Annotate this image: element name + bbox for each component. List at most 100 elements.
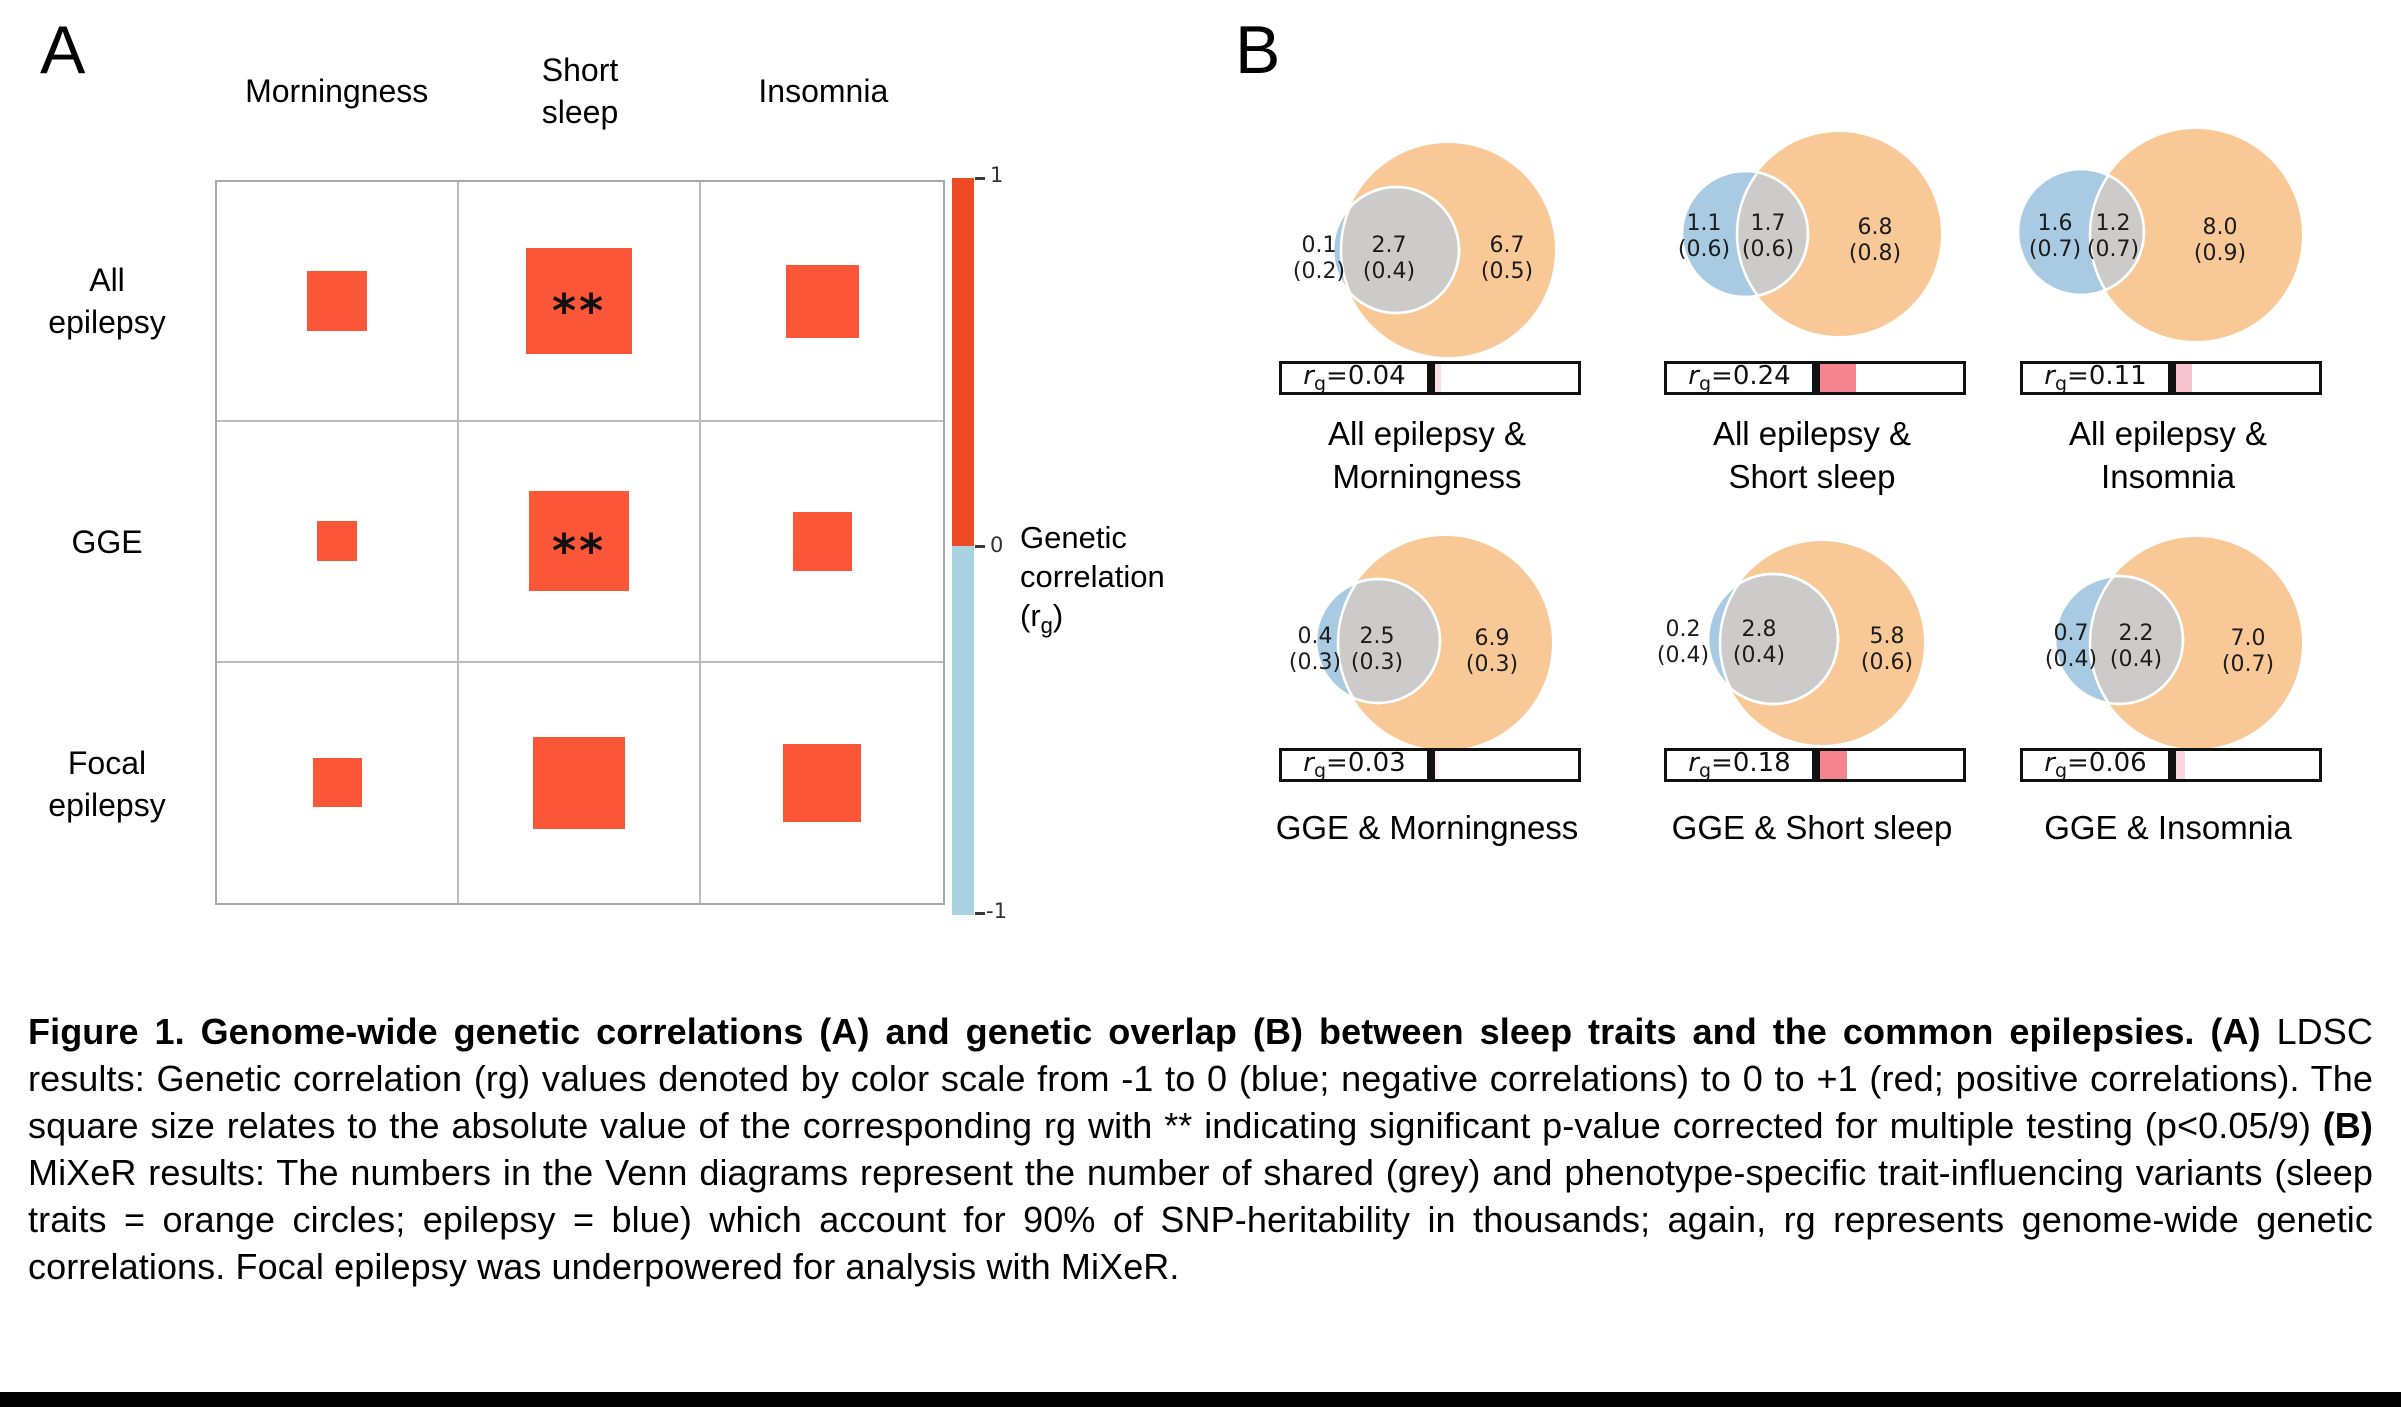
colorbar-blue-segment <box>952 546 974 915</box>
rg-label-box: rg=0.11 <box>2020 361 2171 395</box>
venn-shared-value-label: (0.7) <box>2087 237 2139 262</box>
venn-shared-value-label: 2.8 <box>1742 617 1777 642</box>
venn-title: GGE & Insomnia <box>2044 809 2292 846</box>
venn-orange-value-label: 6.7 <box>1490 233 1525 258</box>
venn-blue-value-label: (0.6) <box>1678 237 1730 262</box>
colorbar-tick-zero <box>975 545 985 548</box>
rg-label: rg=0.24 <box>1688 360 1791 396</box>
significance-stars: ** <box>551 284 607 339</box>
colorbar <box>952 178 974 915</box>
venn-blue-value-label: (0.4) <box>2045 647 2097 672</box>
caption-segment: MiXeR results: The numbers in the Venn d… <box>28 1152 2373 1287</box>
correlation-square <box>307 271 367 332</box>
matrix-column-header: Morningness <box>245 73 429 109</box>
venn-title: GGE & Short sleep <box>1671 809 1953 846</box>
matrix-row-header: GGE <box>71 524 143 561</box>
venn-blue-value-label: 0.2 <box>1666 617 1701 642</box>
venn-shared-value-label: 1.2 <box>2096 211 2131 236</box>
rg-label-box: rg=0.03 <box>1279 748 1430 782</box>
venn-boundary-arc <box>1718 574 1838 704</box>
rg-value-fill <box>2176 364 2192 392</box>
venn-shared-value-label: (0.6) <box>1742 237 1794 262</box>
matrix-cell <box>217 182 459 423</box>
colorbar-tick-min <box>975 912 985 915</box>
venn-title: All epilepsy &Morningness <box>1327 415 1527 495</box>
figure-caption: Figure 1. Genome-wide genetic correlatio… <box>28 1008 2373 1290</box>
venn-shared-value-label: (0.4) <box>2110 647 2162 672</box>
colorbar-label-zero: 0 <box>990 533 1004 557</box>
matrix-column-header: Insomnia <box>758 73 889 109</box>
venn-diagram: 1.1(0.6)1.7(0.6)6.8(0.8) <box>1678 132 1941 336</box>
colorbar-label-max: 1 <box>990 163 1004 187</box>
venn-blue-value-label: 0.4 <box>1298 624 1333 649</box>
rg-zero-tick <box>2171 748 2176 782</box>
matrix-cell <box>459 662 701 903</box>
correlation-square <box>533 736 625 829</box>
rg-zero-tick <box>2171 361 2176 395</box>
venn-orange-value-label: 8.0 <box>2203 215 2238 240</box>
correlation-square <box>312 758 362 808</box>
rg-zero-tick <box>1815 748 1820 782</box>
rg-label: rg=0.11 <box>2044 360 2147 396</box>
rg-value-fill <box>1820 364 1856 392</box>
venn-shared-value-label: (0.3) <box>1351 650 1403 675</box>
venn-shared-value-label: 2.5 <box>1360 624 1395 649</box>
venn-orange-value-label: 6.8 <box>1858 215 1893 240</box>
venn-diagram: 0.4(0.3)2.5(0.3)6.9(0.3) <box>1289 536 1552 750</box>
panel-a-label: A <box>40 12 86 88</box>
venn-orange-value-label: 6.9 <box>1475 626 1510 651</box>
bottom-rule <box>0 1392 2401 1407</box>
venn-title: All epilepsy &Insomnia <box>2068 415 2268 495</box>
rg-bar: rg=0.18 <box>1664 748 1966 782</box>
correlation-square <box>785 264 859 338</box>
venn-boundary-arc <box>2088 576 2183 704</box>
venn-orange-value-label: 5.8 <box>1870 624 1905 649</box>
venn-blue-outline <box>1680 169 1810 299</box>
venn-orange-value-label: (0.9) <box>2194 241 2246 266</box>
venn-diagram: 0.7(0.4)2.2(0.4)7.0(0.7) <box>2045 537 2302 749</box>
venn-blue-value-label: (0.2) <box>1293 259 1345 284</box>
venn-blue-value-label: (0.4) <box>1657 643 1709 668</box>
venn-orange-circle <box>1737 132 1941 336</box>
venn-blue-value-label: 1.6 <box>2038 211 2073 236</box>
panel-b-label: B <box>1235 12 1281 88</box>
rg-label: rg=0.06 <box>2044 747 2147 783</box>
venn-blue-outline <box>2016 167 2146 297</box>
correlation-square <box>792 511 852 571</box>
caption-segment: LDSC results: Genetic correlation (rg) v… <box>28 1011 2373 1146</box>
venn-shared-value-label: 2.7 <box>1372 233 1407 258</box>
rg-bar: rg=0.04 <box>1279 361 1581 395</box>
rg-label-box: rg=0.06 <box>2020 748 2171 782</box>
rg-bar: rg=0.11 <box>2020 361 2322 395</box>
rg-label: rg=0.18 <box>1688 747 1791 783</box>
rg-zero-tick <box>1430 361 1435 395</box>
rg-value-fill <box>1820 751 1847 779</box>
venn-title: GGE & Morningness <box>1275 809 1579 846</box>
rg-value-fill <box>2176 751 2185 779</box>
venn-orange-value-label: 7.0 <box>2231 626 2266 651</box>
legend-line: Genetic <box>1020 520 1127 555</box>
venn-orange-circle <box>2090 129 2302 341</box>
venn-shared-value-label: (0.4) <box>1363 259 1415 284</box>
rg-value-fill <box>1435 751 1439 779</box>
venn-orange-value-label: (0.8) <box>1849 241 1901 266</box>
matrix-cell <box>217 662 459 903</box>
venn-orange-value-label: (0.7) <box>2222 652 2274 677</box>
rg-zero-tick <box>1815 361 1820 395</box>
colorbar-tick-max <box>975 177 985 180</box>
caption-bold-segment: Figure 1. Genome-wide genetic correlatio… <box>28 1011 2277 1052</box>
correlation-square <box>783 743 861 822</box>
venn-orange-value-label: (0.3) <box>1466 652 1518 677</box>
venn-blue-value-label: 1.1 <box>1687 211 1722 236</box>
colorbar-red-segment <box>952 178 974 546</box>
venn-orange-value-label: (0.5) <box>1481 259 1533 284</box>
matrix-cell <box>701 182 943 423</box>
venn-blue-value-label: (0.3) <box>1289 650 1341 675</box>
rg-label-box: rg=0.04 <box>1279 361 1430 395</box>
matrix-cell <box>701 663 943 903</box>
